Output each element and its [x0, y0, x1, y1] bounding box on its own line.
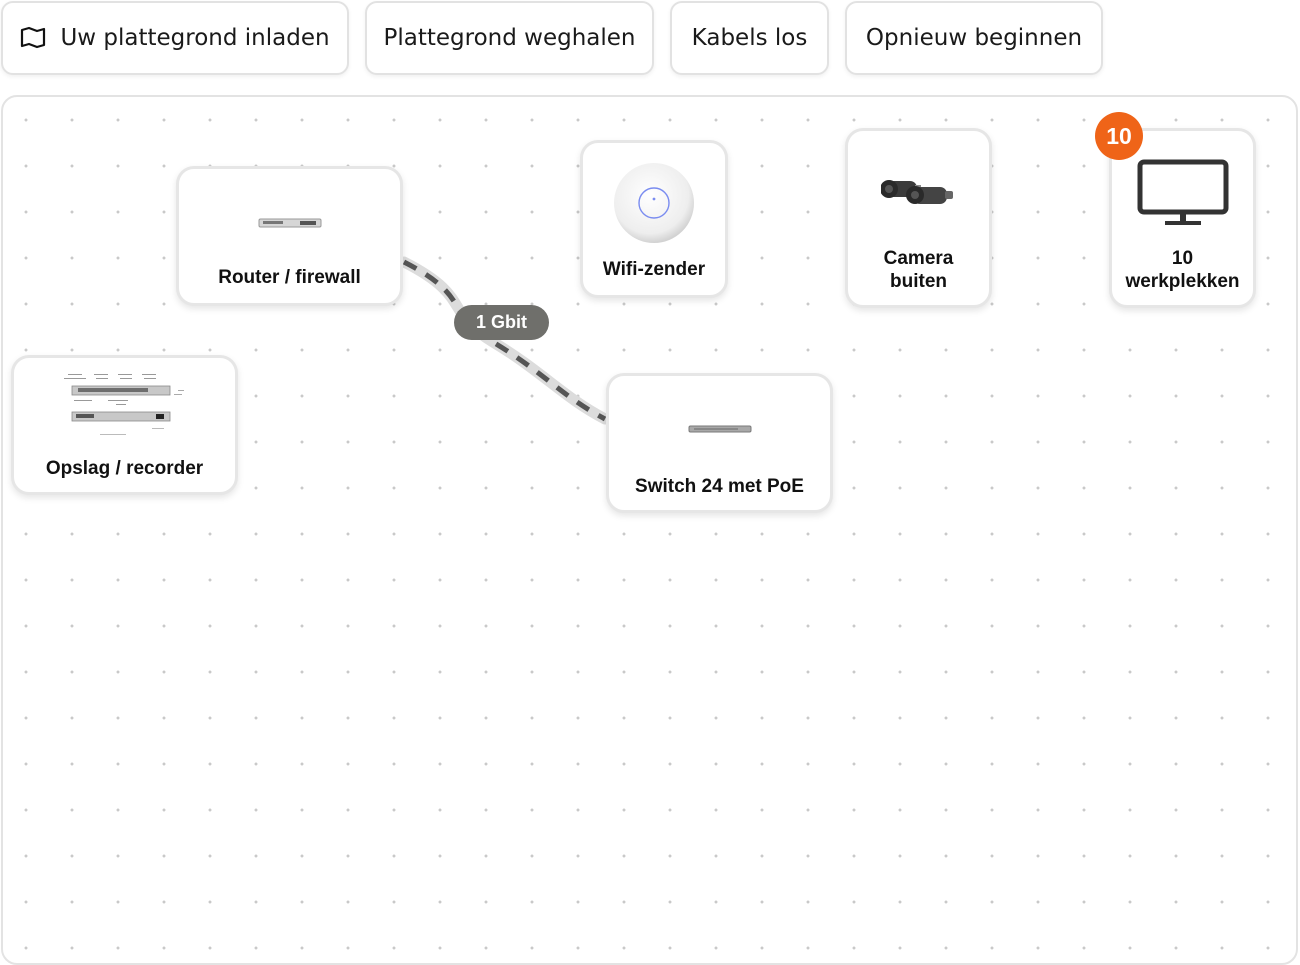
device-workstations[interactable]: 10 werkplekken	[1109, 128, 1256, 308]
camera-label-line1: Camera	[883, 248, 954, 269]
switch-image	[609, 424, 830, 434]
camera-image	[848, 175, 989, 211]
workstations-count-badge: 10	[1095, 112, 1143, 160]
map-icon	[20, 26, 46, 50]
restart-button[interactable]: Opnieuw beginnen	[845, 1, 1103, 75]
camera-label: Camera buiten	[848, 247, 989, 293]
device-wifi[interactable]: Wifi-zender	[580, 140, 728, 298]
workstations-label: 10 werkplekken	[1112, 247, 1253, 293]
monitor-icon	[1112, 159, 1253, 229]
router-label: Router / firewall	[218, 267, 361, 288]
disconnect-cables-button[interactable]: Kabels los	[670, 1, 829, 75]
camera-label-line2: buiten	[890, 271, 947, 292]
network-canvas[interactable]: 1 Gbit Router / firewall Wifi-zender	[1, 95, 1298, 965]
remove-floorplan-button[interactable]: Plattegrond weghalen	[365, 1, 654, 75]
access-point-image	[583, 161, 725, 245]
recorder-image	[14, 372, 235, 452]
workstations-label-line1: 10	[1171, 248, 1194, 269]
remove-floorplan-label: Plattegrond weghalen	[383, 25, 636, 51]
cable-speed-label[interactable]: 1 Gbit	[454, 305, 550, 340]
wifi-label: Wifi-zender	[602, 259, 706, 280]
workstations-label-line2: werkplekken	[1125, 271, 1240, 292]
switch-label: Switch 24 met PoE	[635, 476, 804, 497]
device-switch[interactable]: Switch 24 met PoE	[606, 373, 833, 513]
load-floorplan-label: Uw plattegrond inladen	[60, 25, 330, 51]
device-camera[interactable]: Camera buiten	[845, 128, 992, 308]
restart-label: Opnieuw beginnen	[865, 25, 1083, 51]
device-router[interactable]: Router / firewall	[176, 166, 403, 306]
load-floorplan-button[interactable]: Uw plattegrond inladen	[1, 1, 349, 75]
device-storage[interactable]: Opslag / recorder	[11, 355, 238, 495]
disconnect-cables-label: Kabels los	[691, 25, 808, 51]
router-image	[179, 217, 400, 229]
storage-label: Opslag / recorder	[45, 458, 204, 479]
